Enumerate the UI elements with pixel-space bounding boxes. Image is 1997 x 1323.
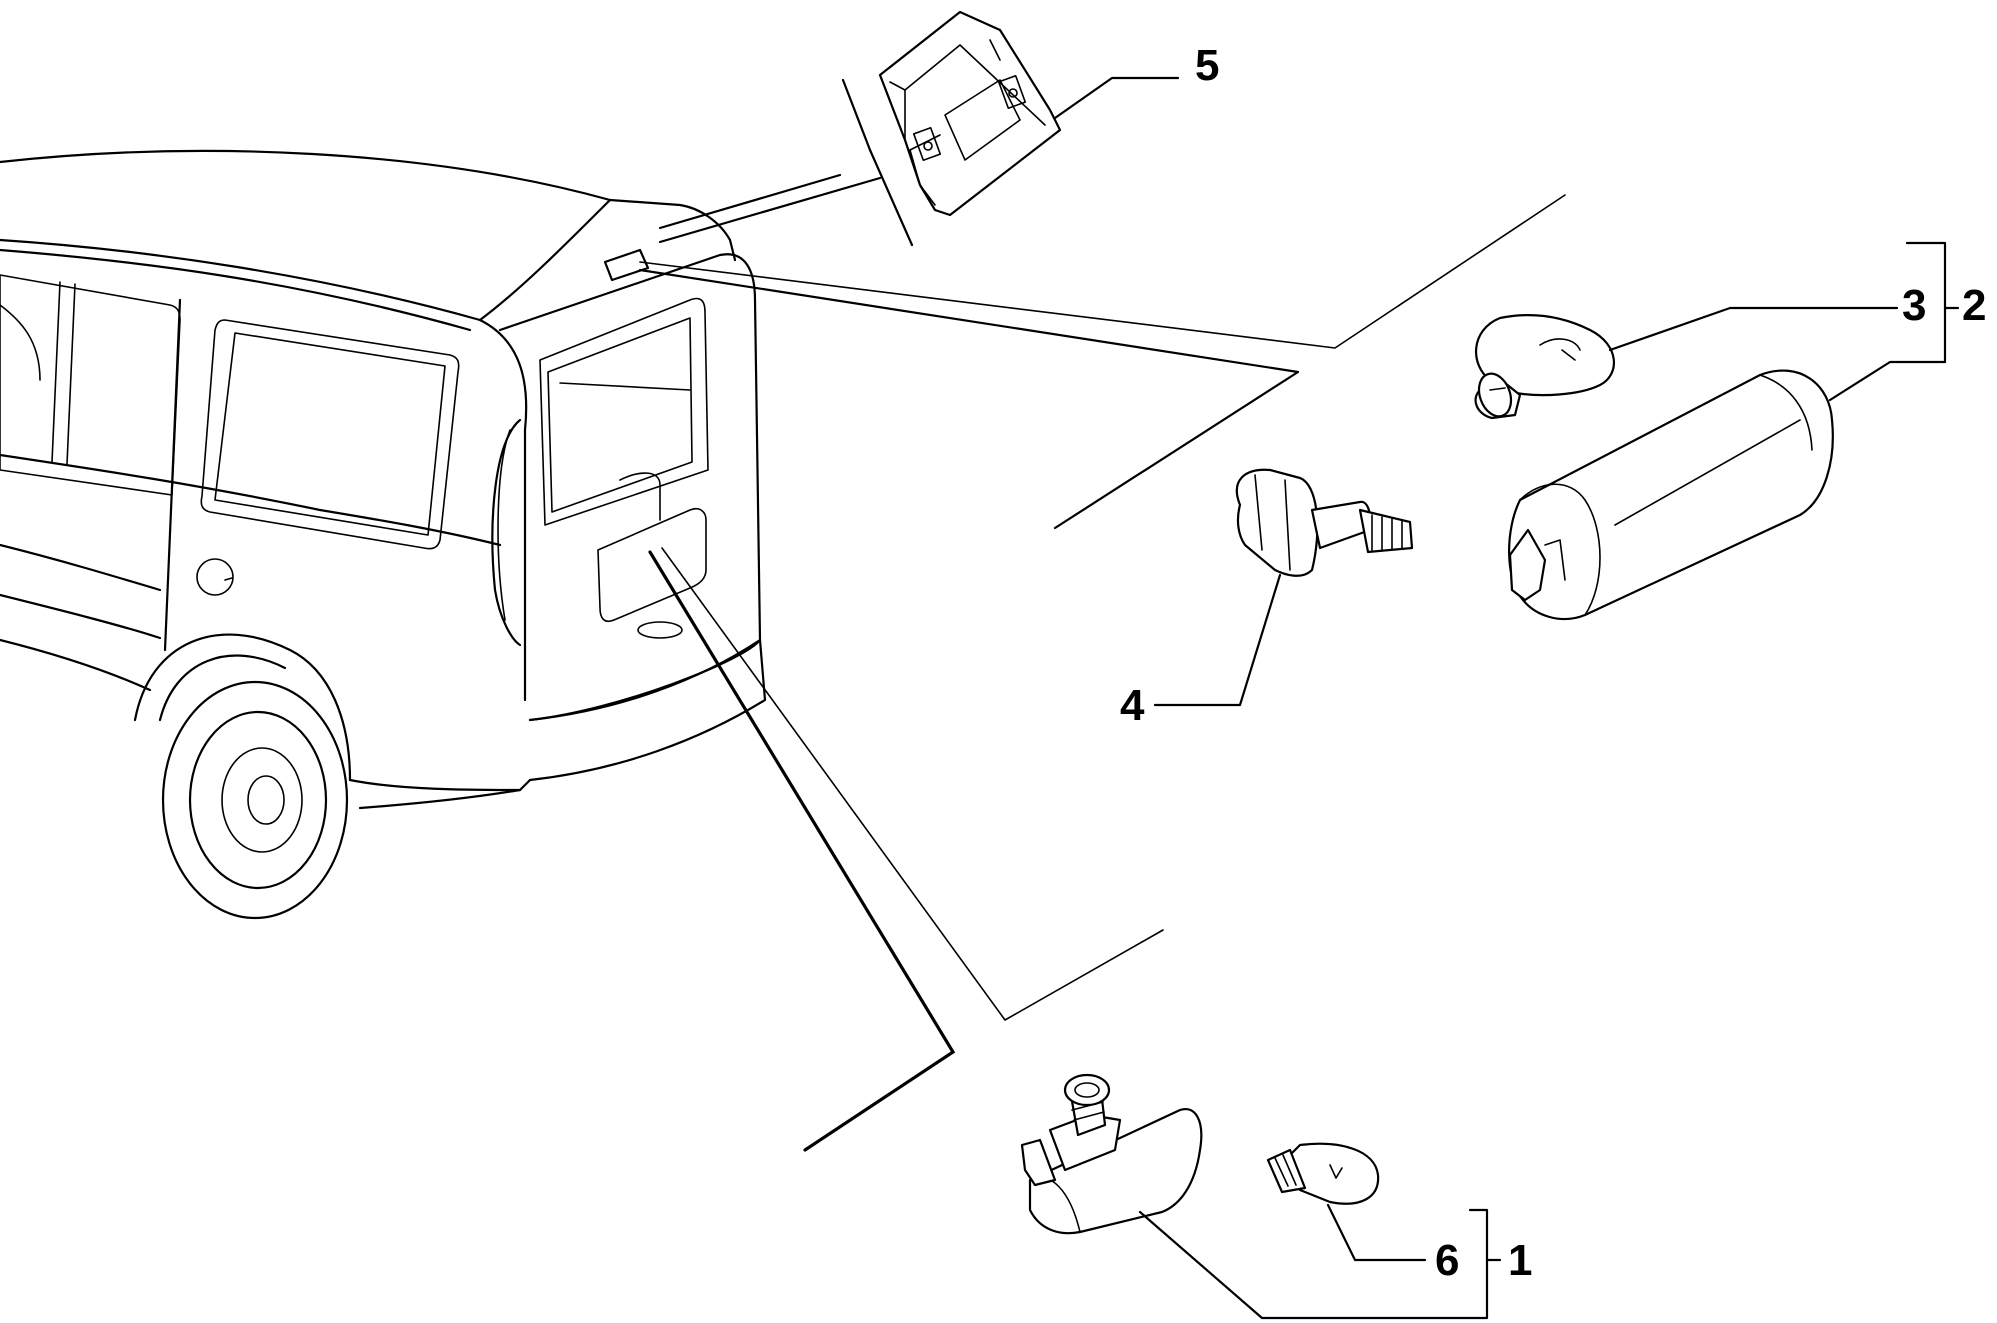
callout-2: 2: [1962, 281, 1986, 330]
part-4-socket: [1235, 468, 1414, 577]
license-lamp-leader-lines: [648, 547, 1164, 1152]
callout-1: 1: [1508, 1236, 1532, 1285]
callout-bracket-1-6: [1138, 1203, 1502, 1320]
callout-6: 6: [1435, 1236, 1459, 1285]
callout-4: 4: [1120, 681, 1145, 730]
part-6-wedge-bulb: [1266, 1142, 1380, 1205]
brake-light-leader-lines: [638, 194, 1566, 530]
part-1-license-lamp: [1020, 1073, 1203, 1235]
part-4-leader-line: [1153, 573, 1282, 707]
van-illustration: [0, 149, 767, 920]
callout-bracket-2-3: [1608, 241, 1960, 402]
part-3-bulb: [1474, 314, 1615, 420]
part-2-lens: [1508, 369, 1834, 620]
part-5-bracket: [878, 10, 1062, 217]
callout-3: 3: [1902, 281, 1926, 330]
callout-5: 5: [1195, 41, 1219, 90]
part-5-leader-lines: [658, 76, 1180, 247]
